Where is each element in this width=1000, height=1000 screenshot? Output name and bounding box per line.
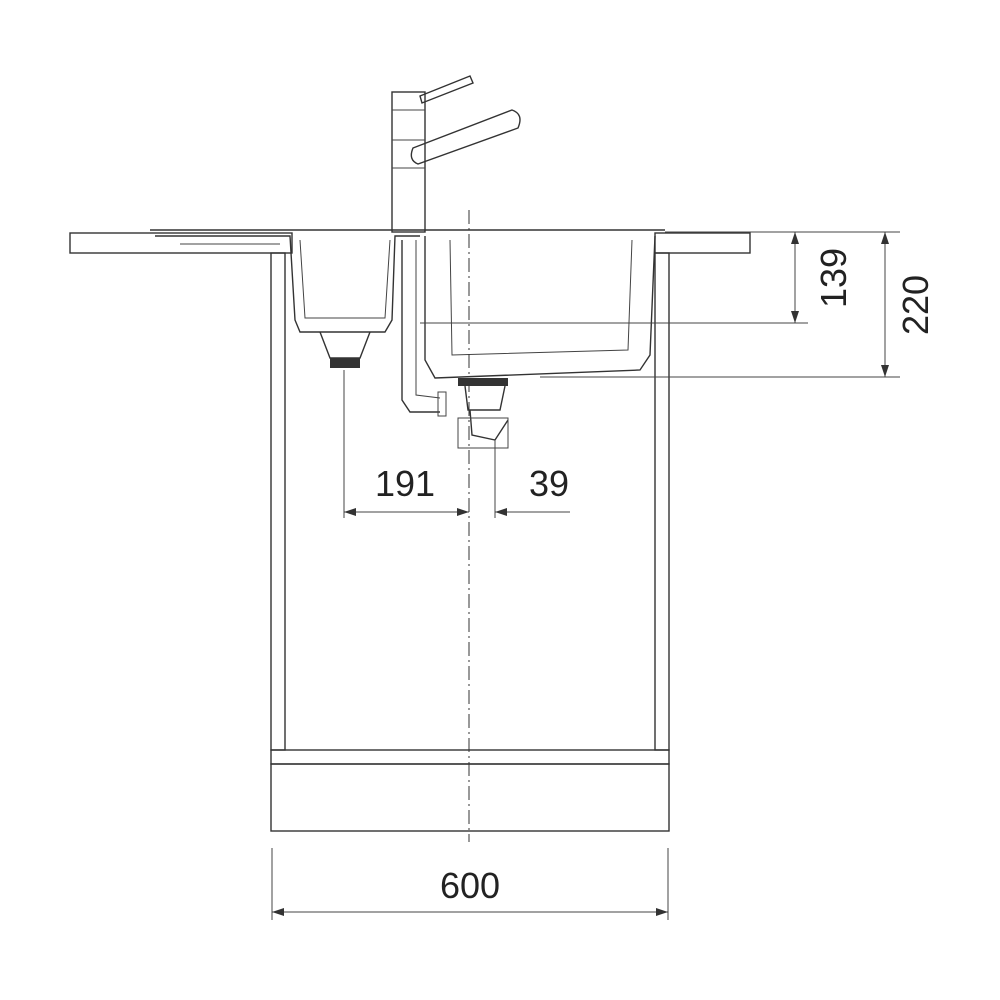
- dimension-label-600: 600: [440, 865, 500, 906]
- dimension-label-139: 139: [813, 248, 854, 308]
- cabinet-right-wall: [654, 252, 670, 751]
- faucet-body: [391, 91, 426, 233]
- faucet-spout: [410, 109, 521, 165]
- sink: [150, 229, 665, 449]
- dimension-label-220: 220: [895, 275, 936, 335]
- small-bowl: [155, 235, 420, 333]
- siphon: [457, 417, 509, 449]
- dimension-label-39: 39: [529, 463, 569, 504]
- dimension-label-191: 191: [375, 463, 435, 504]
- faucet: [391, 75, 521, 233]
- small-drain-thread: [330, 358, 360, 368]
- cabinet-floor: [270, 749, 670, 765]
- large-drain: [458, 378, 508, 386]
- dimension-600: 600: [271, 848, 669, 920]
- overflow-pipe: [401, 240, 440, 413]
- dimension-drain-offsets: 191 39: [343, 370, 570, 518]
- large-bowl: [424, 235, 656, 379]
- cabinet: [270, 252, 670, 832]
- dimension-220: 220: [540, 232, 936, 378]
- dimension-139: 139: [420, 231, 900, 324]
- cabinet-left-wall: [270, 252, 286, 751]
- cabinet-plinth: [270, 763, 670, 832]
- faucet-lever: [419, 75, 474, 104]
- small-drain: [319, 331, 371, 359]
